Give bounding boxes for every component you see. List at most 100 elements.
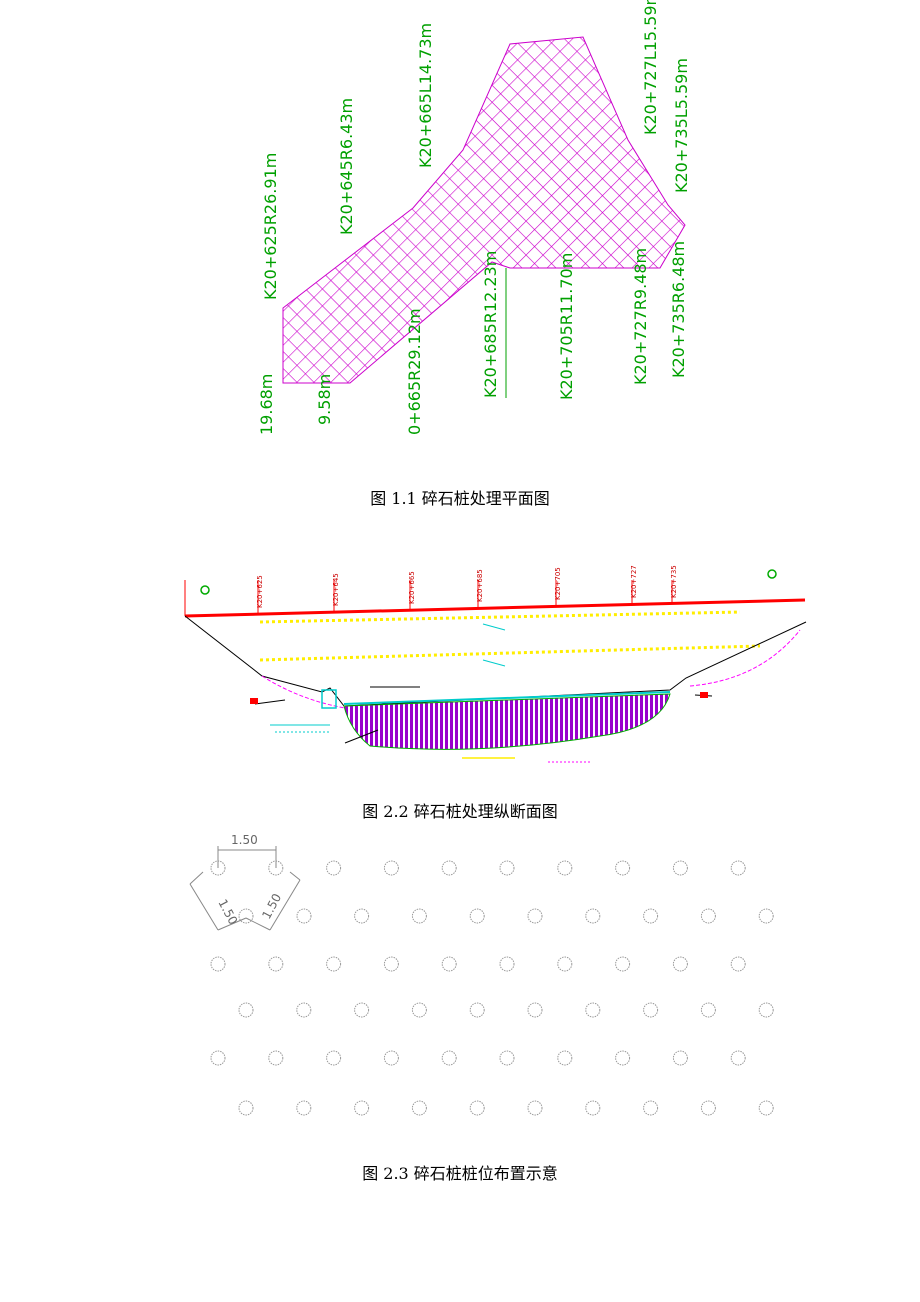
pile-circle	[700, 1002, 716, 1018]
pile-circle	[643, 908, 659, 924]
plan-label-top: K20+665L14.73m	[416, 23, 435, 168]
pile-circle	[441, 1050, 457, 1066]
pile-circle	[527, 1002, 543, 1018]
plan-label-bottom: K20+685R12.23m	[481, 251, 500, 398]
embankment-outline	[184, 615, 807, 707]
pile-circle	[383, 860, 399, 876]
pile-circle	[643, 1100, 659, 1116]
pile-circle	[411, 908, 427, 924]
plan-label-bottom: K20+735R6.48m	[669, 241, 688, 378]
dimension-label: 1.50	[259, 891, 284, 921]
fill-layer-line	[259, 644, 761, 662]
pile-circle	[730, 1050, 746, 1066]
pile-circle	[758, 1100, 774, 1116]
pile-circle	[615, 1050, 631, 1066]
pile-circle	[326, 956, 342, 972]
pile-circle	[672, 1050, 688, 1066]
pile-circle	[557, 1050, 573, 1066]
station-label: K20+735	[670, 565, 678, 598]
pile-circle	[758, 908, 774, 924]
pile-circle	[615, 860, 631, 876]
pile-circle	[441, 956, 457, 972]
pile-circle	[210, 860, 226, 876]
figure-3-caption: 图 2.3 碎石桩桩位布置示意	[362, 1164, 558, 1183]
plan-label-top: K20+727L15.59m	[641, 0, 660, 135]
station-label: K20+625	[256, 575, 264, 608]
pile-circle	[354, 1002, 370, 1018]
road-surface-line	[184, 598, 806, 618]
pile-circle	[557, 956, 573, 972]
pile-circle	[730, 956, 746, 972]
pile-circle	[527, 1100, 543, 1116]
pile-circle	[557, 860, 573, 876]
pile-circle	[585, 1100, 601, 1116]
leader-line	[344, 729, 379, 744]
station-ticks	[184, 580, 673, 616]
figure-plan-view: K20+625R26.91m K20+645R6.43m K20+665L14.…	[257, 0, 691, 435]
pile-circle	[585, 1002, 601, 1018]
pile-circle	[499, 956, 515, 972]
figure-2-caption: 图 2.2 碎石桩处理纵断面图	[362, 802, 558, 821]
pile-circle	[238, 1100, 254, 1116]
pile-circle	[527, 908, 543, 924]
pile-circle	[672, 956, 688, 972]
pile-circle	[326, 1050, 342, 1066]
treatment-zone-hatch	[282, 36, 686, 384]
pile-circle	[383, 956, 399, 972]
station-labels: K20+625 K20+645 K20+665 K20+685 K20+705 …	[256, 565, 678, 608]
pile-circle	[238, 1002, 254, 1018]
dimension-label: 1.50	[231, 833, 258, 847]
pile-circle	[411, 1002, 427, 1018]
pile-circle	[499, 860, 515, 876]
left-marker-icon	[200, 585, 210, 595]
leader-tag-icon	[700, 692, 708, 698]
dimension-labels: 1.50 1.50 1.50	[215, 833, 284, 927]
right-marker-icon	[767, 569, 777, 579]
pile-circle	[296, 1100, 312, 1116]
pile-circle	[758, 1002, 774, 1018]
figure-longitudinal-section: K20+625 K20+645 K20+665 K20+685 K20+705 …	[184, 565, 807, 763]
pile-grid	[210, 860, 774, 1116]
station-label: K20+645	[332, 573, 340, 606]
pile-circle	[469, 908, 485, 924]
pile-circle	[585, 908, 601, 924]
pile-circle	[296, 908, 312, 924]
pile-circle	[411, 1100, 427, 1116]
pile-circle	[268, 860, 284, 876]
station-label: K20+705	[554, 567, 562, 600]
pile-circle	[672, 860, 688, 876]
leader-line	[482, 623, 506, 631]
pile-circle	[354, 908, 370, 924]
plan-label-bottom: 0+665R29.12m	[405, 308, 424, 435]
pile-circle	[643, 1002, 659, 1018]
leader-line	[482, 659, 506, 667]
pile-circle	[499, 1050, 515, 1066]
pile-circle	[296, 1002, 312, 1018]
pile-circle	[354, 1100, 370, 1116]
station-label: K20+727	[630, 565, 638, 598]
figure-pile-layout: 1.50 1.50 1.50	[189, 833, 774, 1116]
plan-label-top: K20+645R6.43m	[337, 98, 356, 235]
plan-label-group: K20+625R26.91m K20+645R6.43m K20+665L14.…	[257, 0, 691, 435]
leader-line	[254, 699, 286, 705]
pile-circle	[210, 1050, 226, 1066]
cushion-layer	[343, 691, 671, 705]
figure-1-caption: 图 1.1 碎石桩处理平面图	[370, 489, 550, 508]
station-label: K20+685	[476, 569, 484, 602]
station-label: K20+665	[408, 571, 416, 604]
pile-circle	[469, 1100, 485, 1116]
plan-label-top: K20+625R26.91m	[261, 153, 280, 300]
culvert-box	[321, 689, 337, 709]
pile-circle	[469, 1002, 485, 1018]
pile-circle	[441, 860, 457, 876]
dimension-lines	[189, 846, 301, 931]
plan-label-bottom: K20+705R11.70m	[557, 253, 576, 400]
plan-label-top: K20+735L5.59m	[672, 58, 691, 193]
pile-circle	[268, 1050, 284, 1066]
plan-label-bottom: 19.68m	[257, 374, 276, 435]
pile-circle	[238, 908, 254, 924]
pile-circle	[700, 908, 716, 924]
leader-tag-icon	[250, 698, 258, 704]
pile-circle	[700, 1100, 716, 1116]
pile-circle	[615, 956, 631, 972]
